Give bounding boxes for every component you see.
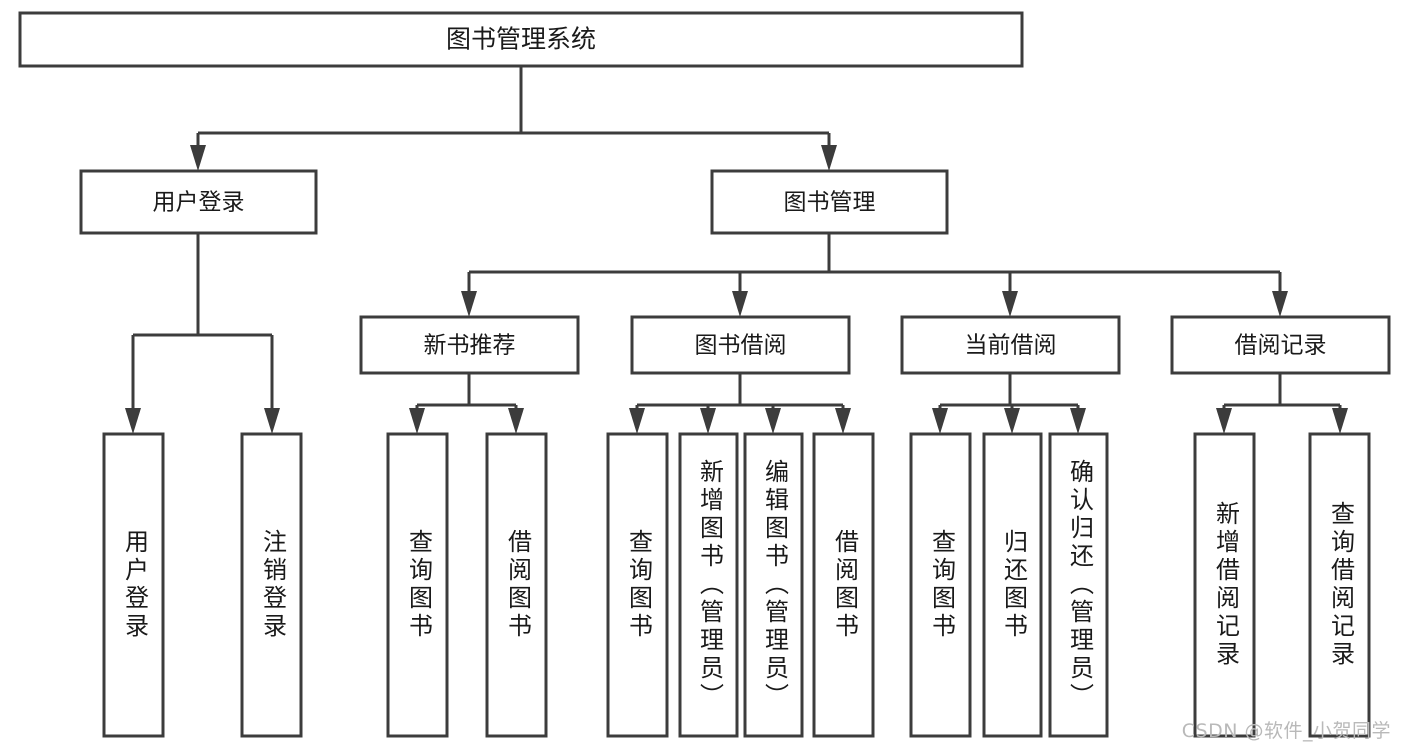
connector-root (190, 66, 837, 171)
arrow-head-icon (1272, 291, 1288, 317)
node-label: 图书管理 (784, 190, 876, 216)
watermark-text: CSDN @软件_小贺同学 (1181, 720, 1391, 742)
node-label: 图书管理系统 (446, 25, 596, 54)
connector-book-management (461, 233, 1288, 317)
node-book-management[interactable]: 图书管理 (710, 169, 949, 235)
node-label: 用户登录 (153, 190, 245, 216)
arrow-head-icon (1070, 408, 1086, 434)
arrow-head-icon (461, 291, 477, 317)
arrow-head-icon (190, 145, 206, 171)
arrow-head-icon (732, 291, 748, 317)
arrow-head-icon (264, 408, 280, 434)
connector-borrow-record (1216, 373, 1348, 434)
arrow-head-icon (508, 408, 524, 434)
node-label: 借阅记录 (1235, 333, 1327, 359)
arrow-head-icon (821, 145, 837, 171)
node-leaf-user-login[interactable] (102, 432, 165, 738)
node-leaf-query-book-3[interactable] (909, 432, 972, 738)
node-leaf-user-logout[interactable] (240, 432, 303, 738)
node-book-borrow[interactable]: 图书借阅 (630, 315, 851, 375)
connector-new-book-recommend (409, 373, 524, 434)
node-current-borrow[interactable]: 当前借阅 (900, 315, 1121, 375)
arrow-head-icon (1216, 408, 1232, 434)
node-leaf-borrow-book-1[interactable] (485, 432, 548, 738)
arrow-head-icon (1004, 408, 1020, 434)
arrow-head-icon (1002, 291, 1018, 317)
node-user-login[interactable]: 用户登录 (79, 169, 318, 235)
node-label: 新书推荐 (424, 333, 516, 359)
node-label: 图书借阅 (695, 333, 787, 359)
node-new-book-recommend[interactable]: 新书推荐 (359, 315, 580, 375)
node-borrow-record[interactable]: 借阅记录 (1170, 315, 1391, 375)
arrow-head-icon (765, 408, 781, 434)
node-leaf-query-book-1[interactable] (386, 432, 449, 738)
arrow-head-icon (700, 408, 716, 434)
arrow-head-icon (932, 408, 948, 434)
node-leaf-return-book[interactable] (982, 432, 1043, 738)
node-leaf-add-record[interactable] (1193, 432, 1256, 738)
arrow-head-icon (629, 408, 645, 434)
node-leaf-query-record[interactable] (1308, 432, 1371, 738)
connector-book-borrow (629, 373, 851, 434)
node-leaf-borrow-book-2[interactable] (812, 432, 875, 738)
node-leaf-edit-book[interactable] (743, 432, 804, 738)
arrow-head-icon (1332, 408, 1348, 434)
connector-user-login (125, 233, 280, 434)
node-leaf-query-book-2[interactable] (606, 432, 669, 738)
arrow-head-icon (409, 408, 425, 434)
node-leaf-confirm-return[interactable] (1048, 432, 1109, 738)
arrow-head-icon (835, 408, 851, 434)
node-label: 当前借阅 (965, 333, 1057, 359)
connector-current-borrow (932, 373, 1086, 434)
node-leaf-add-book[interactable] (678, 432, 739, 738)
node-root[interactable]: 图书管理系统 (18, 11, 1024, 68)
arrow-head-icon (125, 408, 141, 434)
